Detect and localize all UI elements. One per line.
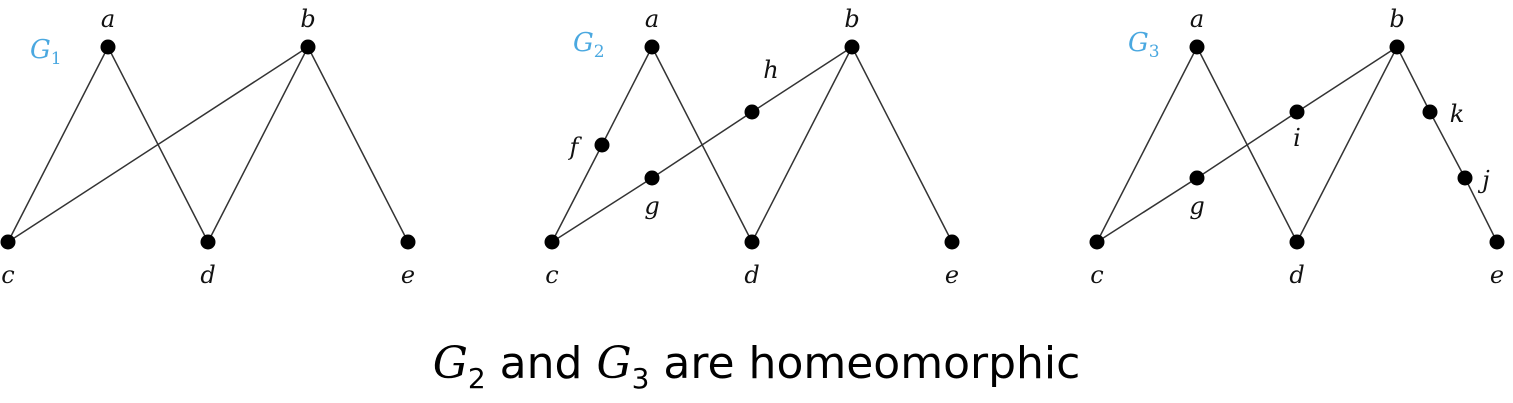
graph-g2-edge-h-b xyxy=(751,46,853,113)
graph-g1-vertex-c xyxy=(0,234,16,250)
graph-g2-vertex-f xyxy=(594,137,610,153)
graph-g3-edge-i-b xyxy=(1296,46,1398,113)
graph-g3-vertex-label-k: k xyxy=(1450,100,1465,128)
graph-g2-vertex-label-h: h xyxy=(763,56,778,84)
graph-g1-vertex-label-e: e xyxy=(401,261,415,289)
graph-g3-vertex-e xyxy=(1489,234,1505,250)
graph-g3-vertex-k xyxy=(1422,104,1438,120)
graph-g3-vertex-c xyxy=(1089,234,1105,250)
graph-g1-vertex-e xyxy=(400,234,416,250)
graph-g2-vertex-label-d: d xyxy=(744,261,759,289)
graph-g3-edge-c-g xyxy=(1096,177,1198,243)
graph-g1-vertex-label-b: b xyxy=(300,5,315,33)
caption-g2: G xyxy=(432,338,468,389)
graph-g3-edge-k-j xyxy=(1429,111,1466,179)
graph-g2: G2 a b c d e f g h xyxy=(544,5,960,289)
graph-g3-vertex-j xyxy=(1457,170,1473,186)
graph-g2-vertex-d xyxy=(744,234,760,250)
graph-g2-edge-f-c xyxy=(551,144,603,243)
graph-g1-edge-b-c xyxy=(7,46,309,243)
caption-and: and xyxy=(485,338,597,389)
graph-g1-vertex-label-c: c xyxy=(1,261,14,289)
graph-g3-vertex-label-b: b xyxy=(1389,5,1404,33)
graph-g3-edge-b-d xyxy=(1296,46,1398,243)
graph-g1-edge-b-e xyxy=(307,46,409,243)
graph-g3-vertex-a xyxy=(1189,39,1205,55)
graph-g3-vertex-g xyxy=(1189,170,1205,186)
graph-g2-vertex-label-a: a xyxy=(645,5,659,33)
caption: G2 and G3 are homeomorphic xyxy=(0,338,1513,395)
graph-g3-vertex-label-c: c xyxy=(1090,261,1103,289)
graph-g3-vertex-d xyxy=(1289,234,1305,250)
graph-g3-edge-a-c xyxy=(1096,46,1198,243)
graph-g3-vertex-label-i: i xyxy=(1293,124,1301,152)
graph-g2-vertex-h xyxy=(744,104,760,120)
graph-g1-title: G1 xyxy=(30,35,62,69)
caption-g2-subscript: 2 xyxy=(467,362,486,395)
graph-g2-vertex-label-b: b xyxy=(844,5,859,33)
graph-g3: G3 a b c d e g i j k xyxy=(1089,5,1505,289)
graph-g2-vertex-a xyxy=(644,39,660,55)
graph-g2-edge-a-f xyxy=(601,46,653,146)
graph-g3-edge-b-k xyxy=(1396,46,1431,113)
graph-g2-edge-b-e xyxy=(851,46,953,243)
graph-g2-title: G2 xyxy=(573,28,605,62)
graph-g1-edge-b-d xyxy=(207,46,309,243)
graph-g1-vertex-label-a: a xyxy=(101,5,115,33)
graph-g2-edge-g-h xyxy=(651,111,753,179)
graph-g3-edge-g-i xyxy=(1196,111,1298,179)
graph-g2-vertex-label-e: e xyxy=(945,261,959,289)
graph-g1-edge-a-c xyxy=(7,46,109,243)
graph-g1-vertex-d xyxy=(200,234,216,250)
graph-g3-vertex-label-e: e xyxy=(1490,261,1504,289)
caption-g3: G xyxy=(596,338,632,389)
caption-g3-subscript: 3 xyxy=(631,362,650,395)
caption-rest: are homeomorphic xyxy=(649,338,1081,389)
graph-g1-vertex-label-d: d xyxy=(200,261,215,289)
graph-g3-title: G3 xyxy=(1128,28,1160,62)
graph-g3-vertex-label-g: g xyxy=(1189,192,1204,220)
graph-g2-vertex-label-f: f xyxy=(568,133,583,161)
graph-g1-vertex-a xyxy=(100,39,116,55)
graph-g2-vertex-c xyxy=(544,234,560,250)
graphs-layer: G1 a b c d e G2 a b c d e f g h G3 a b c d e g i j k xyxy=(0,5,1505,289)
graph-g2-vertex-e xyxy=(944,234,960,250)
graph-g3-edge-j-e xyxy=(1464,177,1498,243)
graph-g3-vertex-i xyxy=(1289,104,1305,120)
graph-g2-edge-b-d xyxy=(751,46,853,243)
graph-g1-vertex-b xyxy=(300,39,316,55)
graph-g2-edge-c-g xyxy=(551,177,653,243)
graph-g3-vertex-b xyxy=(1389,39,1405,55)
graph-g3-vertex-label-j: j xyxy=(1477,166,1490,194)
graph-g2-vertex-label-g: g xyxy=(644,192,659,220)
graph-g2-vertex-b xyxy=(844,39,860,55)
graph-g3-vertex-label-d: d xyxy=(1289,261,1304,289)
graph-g2-vertex-label-c: c xyxy=(545,261,558,289)
graph-g1: G1 a b c d e xyxy=(0,5,416,289)
graph-g3-vertex-label-a: a xyxy=(1190,5,1204,33)
graph-g2-vertex-g xyxy=(644,170,660,186)
